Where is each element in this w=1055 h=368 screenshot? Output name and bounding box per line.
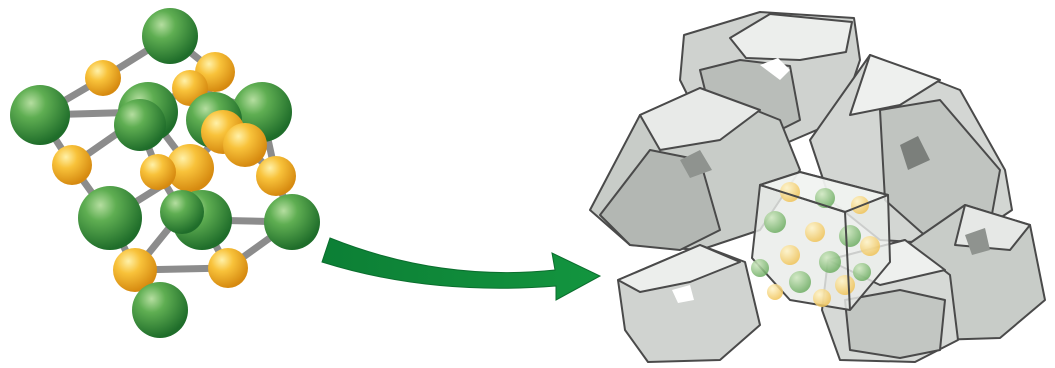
small-ion [256, 156, 296, 196]
cutaway-large-ion [839, 225, 861, 247]
large-ion [160, 190, 204, 234]
cutaway-small-ion [767, 284, 783, 300]
large-ion [264, 194, 320, 250]
right-arrow-icon [322, 238, 600, 300]
cutaway-small-ion [835, 275, 855, 295]
cutaway-small-ion [860, 236, 880, 256]
cutaway-large-ion [819, 251, 841, 273]
cutaway-large-ion [764, 211, 786, 233]
large-ion [142, 8, 198, 64]
cutaway-large-ion [853, 263, 871, 281]
cutaway-large-ion [751, 259, 769, 277]
small-ion [140, 154, 176, 190]
crystal-cluster [590, 12, 1045, 362]
large-ion [132, 282, 188, 338]
crystal-block [618, 245, 760, 362]
small-ion [85, 60, 121, 96]
cutaway-large-ion [789, 271, 811, 293]
ionic-lattice-model [10, 8, 320, 338]
small-ion [52, 145, 92, 185]
small-ion [223, 123, 267, 167]
cutaway-small-ion [780, 245, 800, 265]
cutaway-small-ion [813, 289, 831, 307]
large-ion [78, 186, 142, 250]
lattice-atoms [10, 8, 320, 338]
large-ion [10, 85, 70, 145]
large-ion [114, 99, 166, 151]
small-ion [208, 248, 248, 288]
cutaway-small-ion [805, 222, 825, 242]
